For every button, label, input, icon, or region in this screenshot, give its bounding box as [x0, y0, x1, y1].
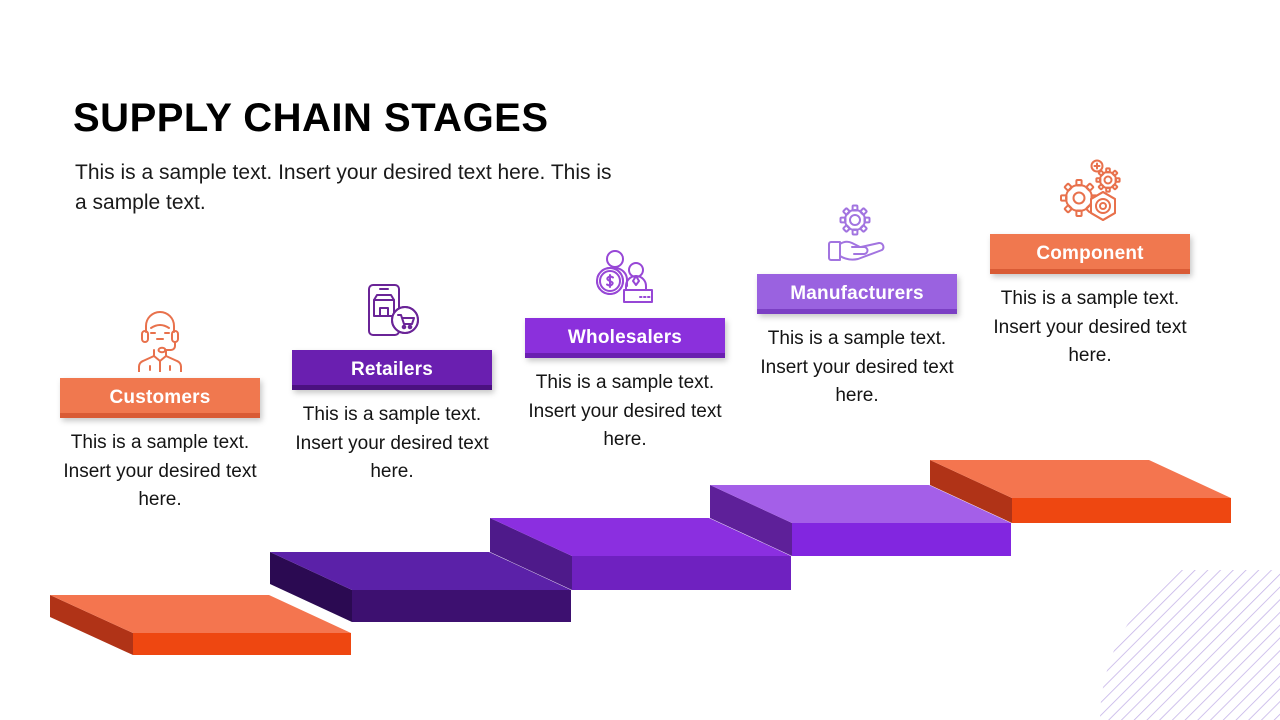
manufacturers-label: Manufacturers — [790, 283, 924, 304]
retailers-icon — [276, 268, 508, 344]
stage-wholesalers[interactable]: Wholesalers This is a sample text. Inser… — [509, 236, 741, 455]
page-subtitle: This is a sample text. Insert your desir… — [75, 161, 612, 214]
customers-description: This is a sample text. Insert your desir… — [63, 432, 257, 510]
wholesalers-label: Wholesalers — [567, 327, 683, 348]
hatch-pattern-svg — [1100, 570, 1280, 720]
customers-label: Customers — [109, 387, 211, 408]
customers-banner[interactable]: Customers — [60, 378, 260, 418]
step-retailers-top — [270, 552, 571, 590]
retailers-banner[interactable]: Retailers — [292, 350, 492, 390]
retailers-banner-edge — [292, 385, 492, 390]
wholesalers-icon — [509, 236, 741, 312]
stage-component[interactable]: Component This is a sample text. Insert … — [974, 152, 1206, 371]
step-manufacturers-front — [792, 523, 1011, 556]
component-banner[interactable]: Component — [990, 234, 1190, 274]
step-component-side — [930, 460, 1012, 523]
manufacturers-banner-body: Manufacturers — [757, 274, 957, 314]
wholesalers-banner[interactable]: Wholesalers — [525, 318, 725, 358]
retailers-banner-body: Retailers — [292, 350, 492, 390]
step-retailers-side — [270, 552, 352, 622]
step-wholesalers-side — [490, 518, 572, 590]
component-label: Component — [1036, 243, 1144, 264]
component-banner-body: Component — [990, 234, 1190, 274]
step-retailers-front — [352, 590, 571, 622]
component-icon — [974, 152, 1206, 228]
manufacturers-banner-edge — [757, 309, 957, 314]
component-banner-edge — [990, 269, 1190, 274]
wholesalers-description: This is a sample text. Insert your desir… — [528, 372, 722, 450]
customers-banner-body: Customers — [60, 378, 260, 418]
retailers-description: This is a sample text. Insert your desir… — [295, 404, 489, 482]
component-description: This is a sample text. Insert your desir… — [993, 288, 1187, 366]
step-customers-side — [50, 595, 133, 655]
step-component — [930, 460, 1231, 523]
step-customers-front — [133, 633, 351, 655]
step-component-top — [930, 460, 1231, 498]
wholesalers-banner-body: Wholesalers — [525, 318, 725, 358]
step-component-front — [1012, 498, 1231, 523]
manufacturers-description: This is a sample text. Insert your desir… — [760, 328, 954, 406]
stage-manufacturers[interactable]: Manufacturers This is a sample text. Ins… — [741, 192, 973, 411]
step-manufacturers — [710, 485, 1011, 556]
manufacturers-banner[interactable]: Manufacturers — [757, 274, 957, 314]
step-customers — [50, 595, 351, 655]
customers-banner-edge — [60, 413, 260, 418]
step-wholesalers-front — [572, 556, 791, 590]
manufacturers-icon — [741, 192, 973, 268]
step-manufacturers-side — [710, 485, 792, 556]
corner-decoration — [1080, 570, 1280, 720]
step-manufacturers-top — [710, 485, 1011, 523]
stage-retailers[interactable]: Retailers This is a sample text. Insert … — [276, 268, 508, 487]
page-title: SUPPLY CHAIN STAGES — [73, 96, 549, 140]
retailers-label: Retailers — [350, 359, 434, 380]
customers-icon — [44, 296, 276, 372]
wholesalers-banner-edge — [525, 353, 725, 358]
step-customers-top — [50, 595, 351, 633]
step-wholesalers-top — [490, 518, 791, 556]
step-retailers — [270, 552, 571, 622]
stage-customers[interactable]: Customers This is a sample text. Insert … — [44, 296, 276, 515]
step-wholesalers — [490, 518, 791, 590]
